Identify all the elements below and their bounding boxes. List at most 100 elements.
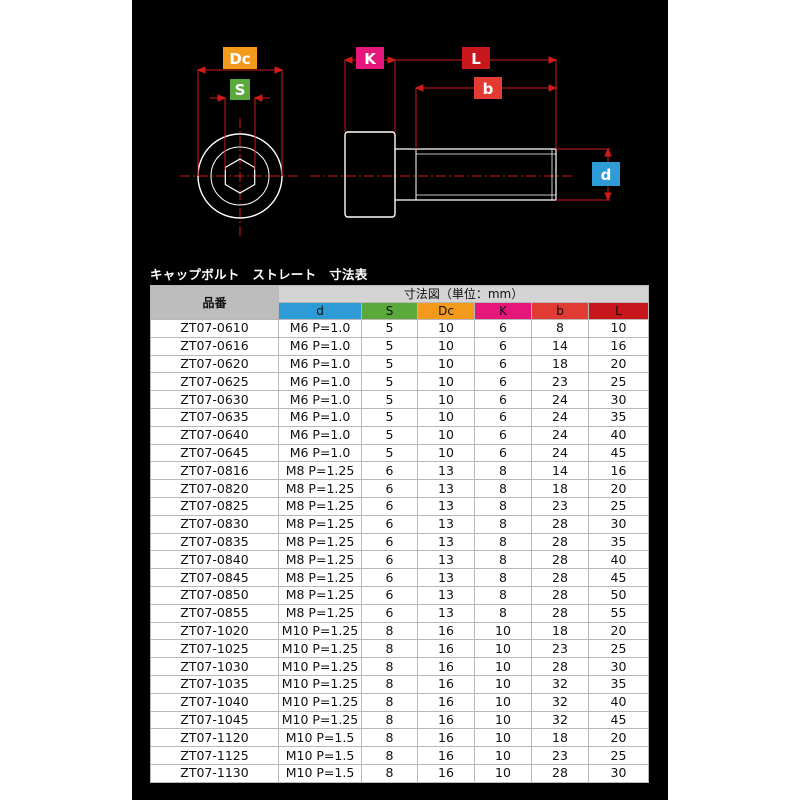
part-number-cell: ZT07-0840	[150, 550, 279, 570]
dimension-cell: 6	[474, 407, 532, 427]
part-number-cell: ZT07-0625	[150, 372, 279, 392]
dimension-cell: 35	[587, 407, 650, 427]
l-dimension	[395, 56, 558, 149]
dimension-cell: 10	[474, 728, 532, 748]
dimension-cell: 6	[361, 550, 418, 570]
dimension-cell: M10 P=1.25	[278, 674, 362, 694]
part-number-cell: ZT07-1120	[150, 728, 279, 748]
dimension-cell: M8 P=1.25	[278, 585, 362, 605]
dimension-cell: 32	[531, 674, 589, 694]
dimension-cell: 28	[531, 763, 589, 783]
dimension-cell: 25	[587, 746, 650, 765]
dimension-cell: 6	[361, 585, 418, 605]
dimension-cell: 20	[587, 354, 650, 374]
part-number-cell: ZT07-0620	[150, 354, 279, 374]
dimension-cell: 6	[361, 496, 418, 516]
dimension-cell: 14	[531, 461, 589, 481]
dimension-cell: 16	[417, 639, 475, 659]
part-number-cell: ZT07-0610	[150, 319, 279, 338]
dimension-cell: 6	[361, 461, 418, 481]
b-label-box	[474, 77, 502, 99]
dimension-cell: 8	[474, 479, 532, 498]
dimension-cell: 20	[587, 728, 650, 748]
dimension-cell: 30	[587, 763, 650, 783]
part-number-cell: ZT07-1030	[150, 657, 279, 676]
dimension-cell: 6	[474, 319, 532, 338]
part-number-cell: ZT07-1125	[150, 746, 279, 765]
header-dim-dc: Dc	[417, 302, 475, 320]
dimension-cell: 6	[361, 603, 418, 623]
dimension-cell: 10	[474, 763, 532, 783]
dc-label-box	[223, 47, 257, 69]
part-number-cell: ZT07-0850	[150, 585, 279, 605]
header-dim-k: K	[474, 302, 532, 320]
dimension-cell: 6	[361, 479, 418, 498]
part-number-cell: ZT07-1130	[150, 763, 279, 783]
dimension-cell: 8	[361, 728, 418, 748]
dc-label: Dc	[229, 50, 250, 68]
dimension-cell: 32	[531, 692, 589, 712]
dimension-cell: 10	[474, 710, 532, 730]
dimension-cell: 30	[587, 390, 650, 409]
bolt-diagram: Dc S	[180, 47, 620, 238]
dimension-cell: M6 P=1.0	[278, 425, 362, 445]
dimension-cell: 24	[531, 390, 589, 409]
dimension-cell: 8	[474, 461, 532, 481]
dimension-cell: 55	[587, 603, 650, 623]
dimension-cell: 24	[531, 407, 589, 427]
dimension-cell: 10	[417, 354, 475, 374]
dimension-cell: M10 P=1.25	[278, 657, 362, 676]
dimension-cell: 30	[587, 657, 650, 676]
dimension-cell: 10	[474, 639, 532, 659]
dimension-cell: 8	[474, 496, 532, 516]
dimension-cell: 13	[417, 603, 475, 623]
part-number-cell: ZT07-1035	[150, 674, 279, 694]
dimension-cell: M10 P=1.25	[278, 710, 362, 730]
part-number-cell: ZT07-1040	[150, 692, 279, 712]
k-label-box	[356, 47, 384, 69]
dimension-cell: M8 P=1.25	[278, 479, 362, 498]
dimension-cell: 13	[417, 568, 475, 587]
dimension-cell: 16	[417, 728, 475, 748]
dimension-cell: 50	[587, 585, 650, 605]
dimension-cell: 8	[361, 710, 418, 730]
d-label: d	[601, 166, 612, 184]
dimension-cell: 6	[474, 336, 532, 356]
dimension-cell: 6	[474, 354, 532, 374]
s-label-box	[230, 79, 250, 100]
header-dim-l: L	[587, 302, 650, 320]
dimension-cell: 10	[474, 621, 532, 641]
part-number-cell: ZT07-0855	[150, 603, 279, 623]
dimension-cell: 8	[474, 550, 532, 570]
dimension-cell: M6 P=1.0	[278, 407, 362, 427]
dimension-cell: 10	[417, 372, 475, 392]
part-number-cell: ZT07-0616	[150, 336, 279, 356]
dimension-cell: 10	[587, 319, 650, 338]
dimension-cell: 28	[531, 568, 589, 587]
dimension-cell: 6	[474, 390, 532, 409]
dimension-cell: 28	[531, 603, 589, 623]
dimension-cell: 35	[587, 532, 650, 552]
dimension-cell: 10	[417, 407, 475, 427]
dimension-cell: M6 P=1.0	[278, 319, 362, 338]
dimension-cell: 10	[417, 336, 475, 356]
dimension-cell: 5	[361, 319, 418, 338]
dimension-cell: 20	[587, 479, 650, 498]
dimension-cell: 8	[361, 692, 418, 712]
dimension-cell: M6 P=1.0	[278, 443, 362, 463]
spec-panel: Dc S	[132, 0, 668, 800]
dimension-cell: M6 P=1.0	[278, 390, 362, 409]
dimension-cell: 10	[474, 674, 532, 694]
